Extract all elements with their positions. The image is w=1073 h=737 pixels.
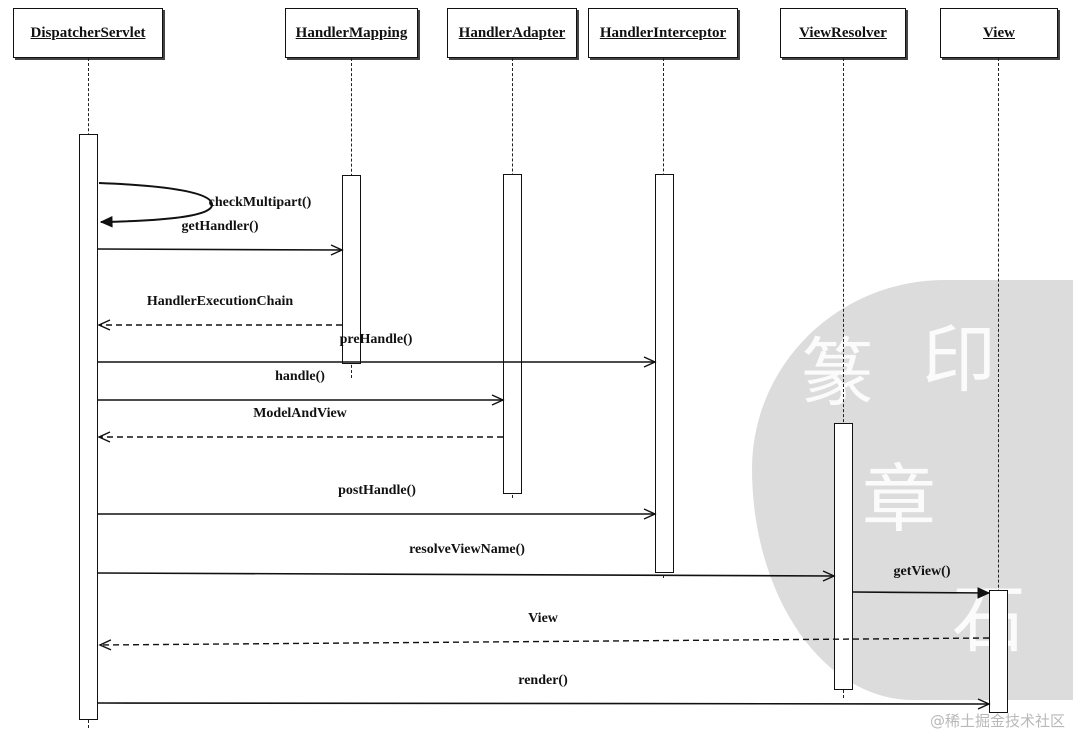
message-label-pre-handle: preHandle(): [339, 332, 413, 347]
participant-view: View: [940, 8, 1058, 58]
participant-label: HandlerAdapter: [458, 24, 566, 41]
arrow-render: [97, 698, 991, 710]
arrow-check-multipart: [98, 182, 213, 228]
activation-handler-adapter: [503, 174, 522, 494]
participant-dispatcher-servlet: DispatcherServlet: [13, 8, 163, 58]
activation-handler-interceptor: [655, 174, 674, 573]
seal-char: 章: [862, 457, 936, 543]
message-label-handler-execution-chain: HandlerExecutionChain: [146, 294, 294, 309]
message-label-handle: handle(): [275, 369, 325, 384]
participant-label: DispatcherServlet: [30, 24, 146, 41]
message-label-model-and-view: ModelAndView: [253, 406, 347, 421]
message-label-render: render(): [518, 673, 568, 688]
activation-view: [989, 590, 1008, 713]
message-label-post-handle: postHandle(): [338, 483, 416, 498]
arrow-get-view: [852, 587, 991, 599]
seal-char: 印: [922, 317, 996, 403]
arrow-get-handler: [97, 244, 344, 256]
activation-dispatcher-servlet: [79, 134, 98, 720]
participant-handler-adapter: HandlerAdapter: [447, 8, 577, 58]
arrow-view-return: [98, 637, 990, 651]
participant-handler-mapping: HandlerMapping: [285, 8, 418, 58]
participant-label: HandlerMapping: [295, 24, 408, 41]
lifeline-view: [998, 58, 999, 713]
message-label-resolve-view-name: resolveViewName(): [409, 542, 525, 557]
message-label-view-return: View: [528, 611, 558, 626]
site-watermark: @稀土掘金技术社区: [929, 712, 1065, 730]
message-label-check-multipart: checkMultipart(): [208, 195, 312, 210]
seal-char: 篆: [800, 331, 874, 417]
activation-handler-mapping: [342, 175, 361, 364]
participant-label: HandlerInterceptor: [599, 24, 727, 41]
message-label-get-handler: getHandler(): [181, 219, 259, 234]
activation-view-resolver: [834, 423, 853, 690]
arrow-resolve-view-name: [97, 570, 836, 582]
participant-label: ViewResolver: [799, 24, 887, 41]
participant-label: View: [983, 24, 1015, 41]
message-label-get-view: getView(): [893, 564, 951, 579]
participant-view-resolver: ViewResolver: [780, 8, 906, 58]
participant-handler-interceptor: HandlerInterceptor: [588, 8, 738, 58]
lifeline-view-resolver: [843, 58, 844, 698]
